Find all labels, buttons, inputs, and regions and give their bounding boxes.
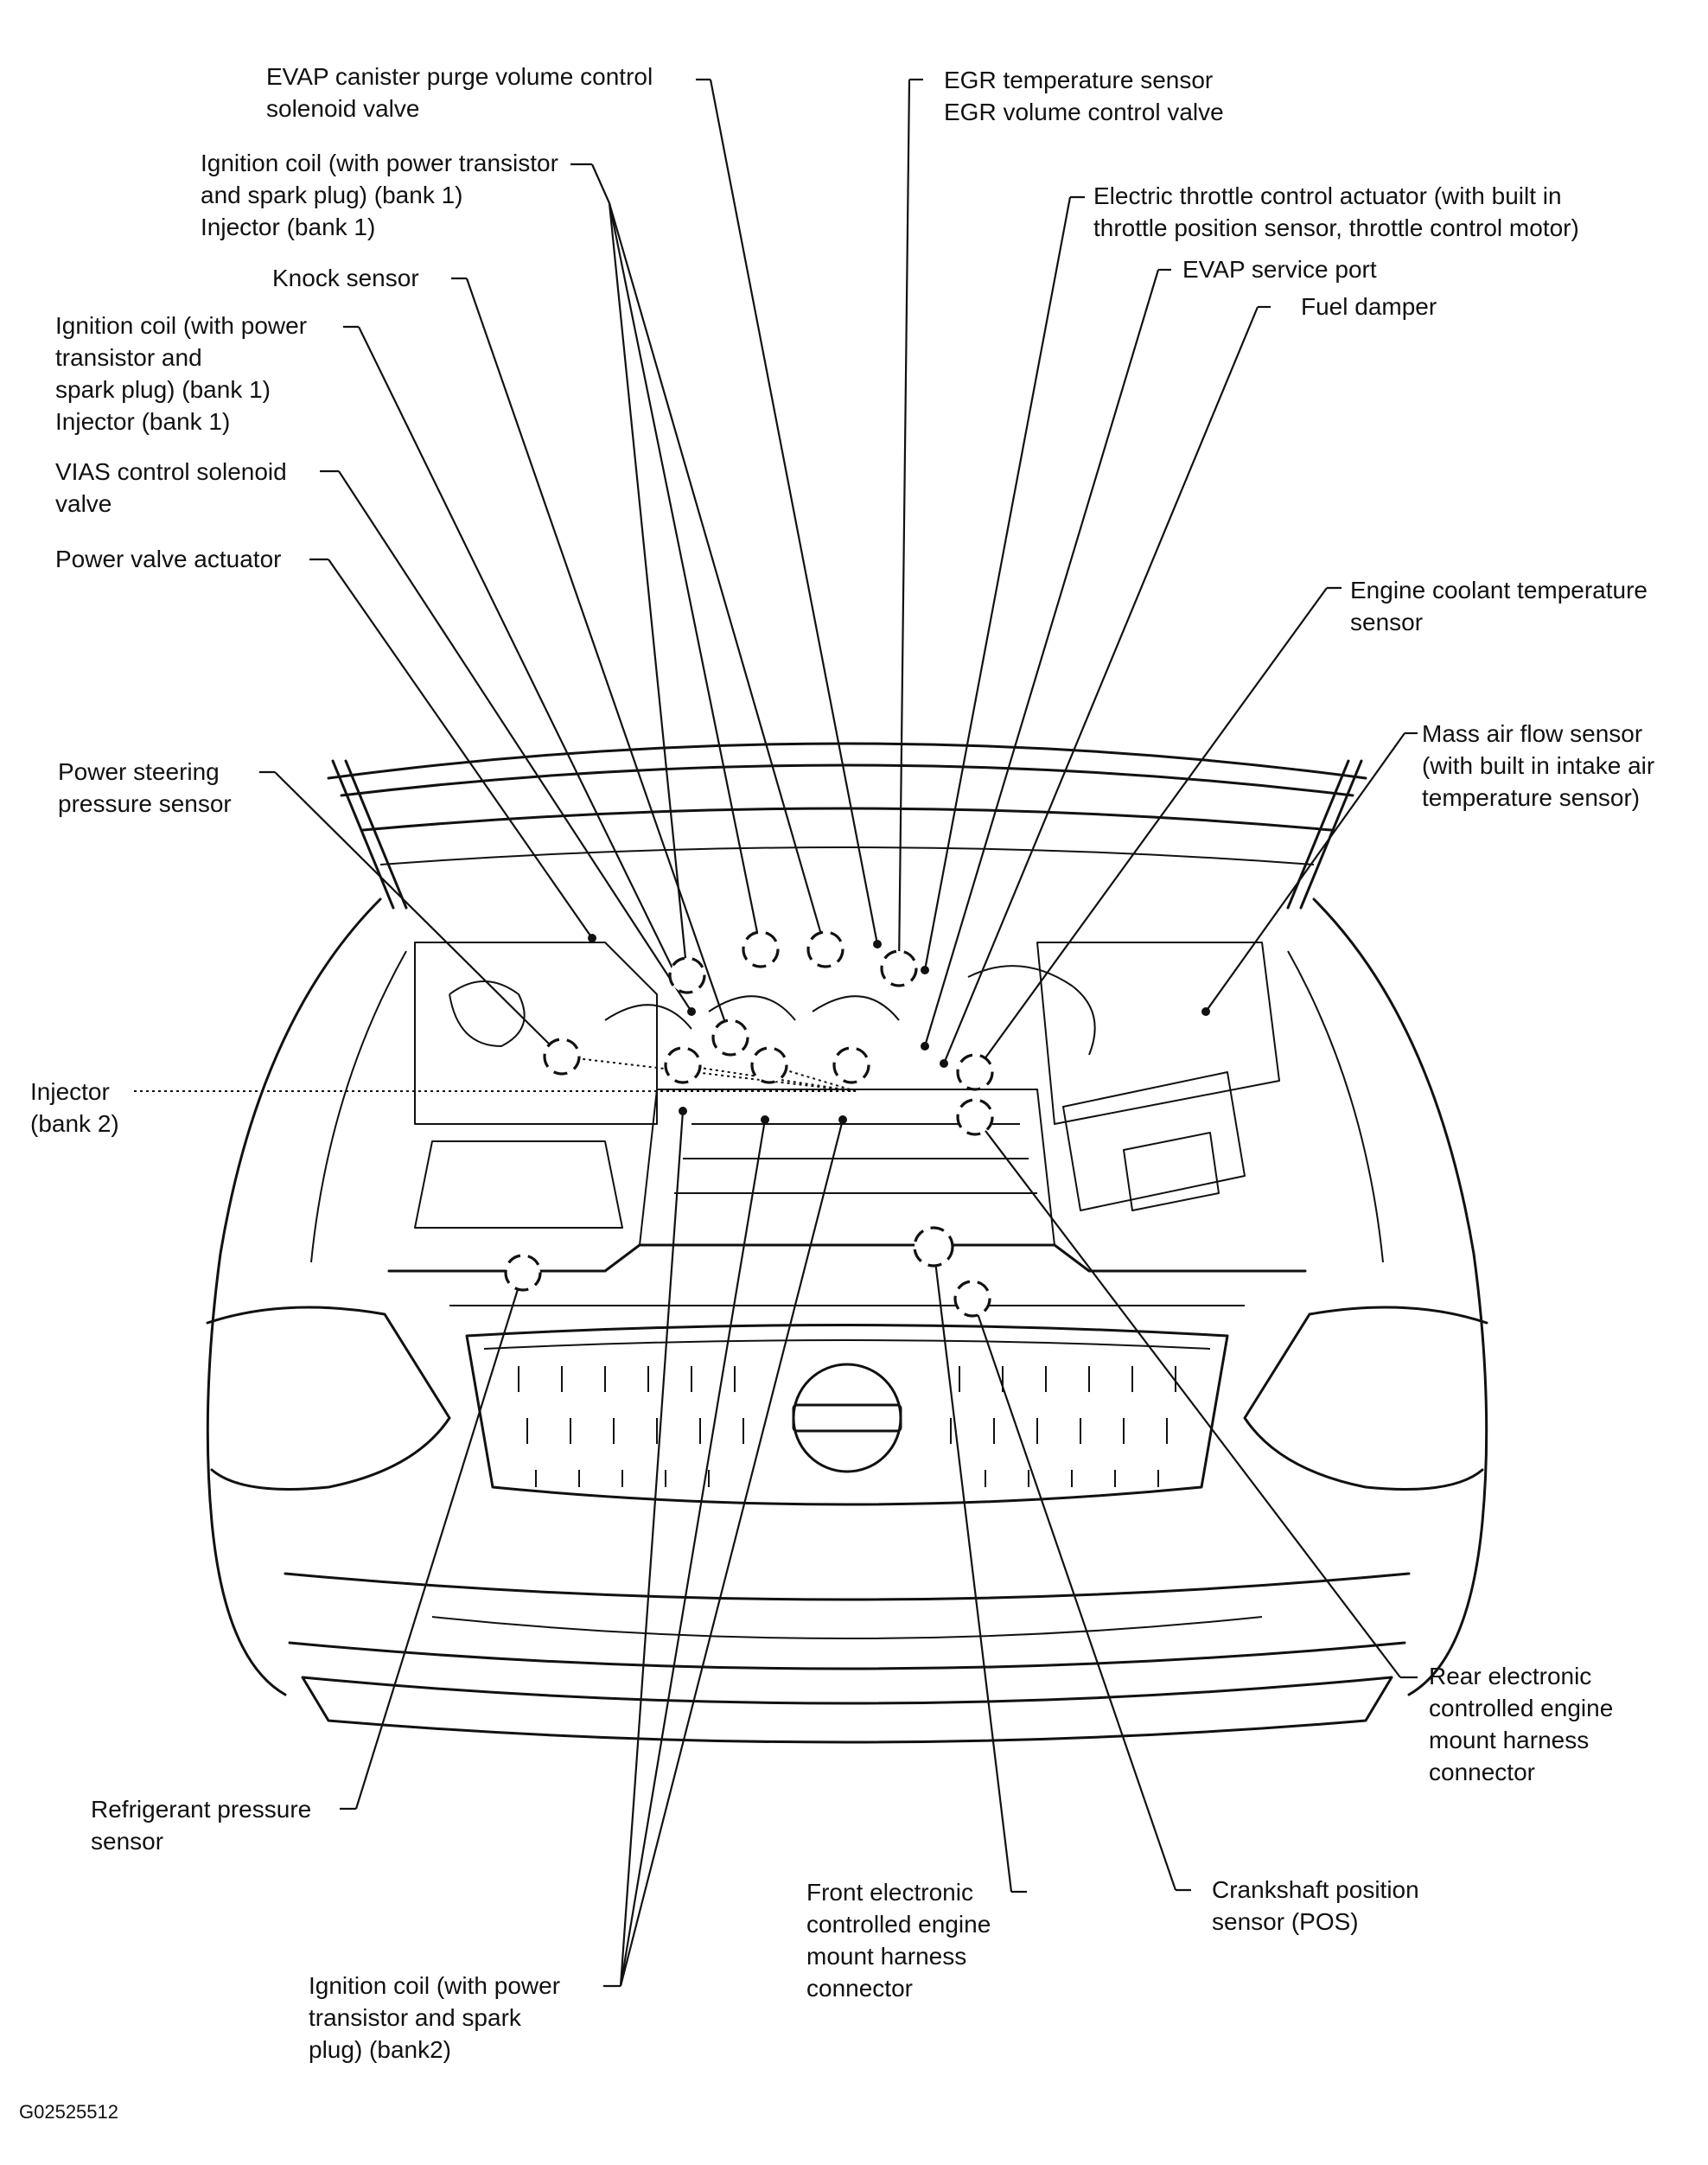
label-evap-purge-valve: EVAP canister purge volume control solen… (266, 61, 653, 125)
label-line: sensor (91, 1828, 164, 1855)
label-evap-service-port: EVAP service port (1182, 253, 1377, 285)
label-line: Front electronic (806, 1879, 973, 1906)
label-line: EGR temperature sensor (944, 67, 1214, 93)
label-line: Injector (bank 1) (201, 214, 376, 240)
label-line: Fuel damper (1301, 293, 1437, 320)
label-line: EVAP service port (1182, 256, 1377, 283)
label-line: controlled engine (806, 1911, 991, 1938)
label-power-valve-actuator: Power valve actuator (55, 543, 281, 575)
label-line: Injector (30, 1078, 110, 1105)
label-line: EVAP canister purge volume control (266, 63, 653, 90)
label-crankshaft-position-sensor: Crankshaft position sensor (POS) (1212, 1874, 1419, 1938)
label-line: temperature sensor) (1422, 784, 1641, 811)
label-line: Electric throttle control actuator (with… (1093, 182, 1562, 209)
label-line: sensor (POS) (1212, 1908, 1359, 1935)
label-line: controlled engine (1429, 1695, 1614, 1721)
label-injector-bank2: Injector (bank 2) (30, 1076, 119, 1140)
label-line: connector (1429, 1759, 1535, 1785)
label-egr: EGR temperature sensor EGR volume contro… (944, 64, 1224, 128)
label-throttle-actuator: Electric throttle control actuator (with… (1093, 180, 1579, 244)
label-line: valve (55, 490, 112, 517)
label-line: transistor and spark (309, 2004, 521, 2031)
label-front-mount-connector: Front electronic controlled engine mount… (806, 1876, 991, 2004)
label-line: pressure sensor (58, 790, 232, 817)
label-fuel-damper: Fuel damper (1301, 291, 1437, 323)
label-line: Engine coolant temperature (1350, 577, 1647, 604)
label-knock-sensor: Knock sensor (272, 262, 419, 294)
label-line: spark plug) (bank 1) (55, 376, 271, 403)
label-refrigerant-pressure-sensor: Refrigerant pressure sensor (91, 1793, 311, 1857)
label-line: connector (806, 1975, 913, 2002)
label-line: solenoid valve (266, 95, 420, 122)
label-power-steering-sensor: Power steering pressure sensor (58, 756, 232, 820)
label-line: Rear electronic (1429, 1663, 1592, 1689)
label-line: EGR volume control valve (944, 99, 1224, 125)
label-line: Crankshaft position (1212, 1876, 1419, 1903)
label-line: (with built in intake air (1422, 752, 1655, 779)
label-line: Mass air flow sensor (1422, 720, 1643, 747)
label-line: throttle position sensor, throttle contr… (1093, 214, 1579, 241)
label-vias-solenoid: VIAS control solenoid valve (55, 456, 287, 520)
label-ignition-coil-bank1-top: Ignition coil (with power transistor and… (201, 147, 558, 243)
label-line: sensor (1350, 609, 1424, 635)
label-line: Power steering (58, 758, 220, 785)
label-line: Ignition coil (with power transistor (201, 150, 558, 176)
label-engine-coolant-sensor: Engine coolant temperature sensor (1350, 574, 1647, 638)
label-line: Ignition coil (with power (309, 1972, 561, 1999)
component-markers (504, 930, 1210, 1318)
label-line: Ignition coil (with power (55, 312, 308, 339)
label-line: VIAS control solenoid (55, 458, 287, 485)
figure-id: G02525512 (19, 2101, 118, 2123)
label-line: plug) (bank2) (309, 2036, 451, 2063)
car-body-outline (206, 742, 1488, 1744)
label-line: and spark plug) (bank 1) (201, 182, 463, 208)
label-rear-mount-connector: Rear electronic controlled engine mount … (1429, 1660, 1613, 1788)
label-line: Knock sensor (272, 265, 419, 291)
label-line: transistor and (55, 344, 202, 371)
label-line: Injector (bank 1) (55, 408, 231, 435)
label-ignition-coil-bank2: Ignition coil (with power transistor and… (309, 1970, 560, 2066)
leader-lines (134, 78, 1418, 1988)
label-mass-air-flow-sensor: Mass air flow sensor (with built in inta… (1422, 718, 1654, 814)
label-ignition-coil-bank1-left: Ignition coil (with power transistor and… (55, 310, 307, 437)
label-line: (bank 2) (30, 1110, 119, 1137)
label-line: Refrigerant pressure (91, 1796, 312, 1823)
label-line: mount harness (1429, 1727, 1590, 1753)
label-line: mount harness (806, 1943, 967, 1970)
label-line: Power valve actuator (55, 546, 282, 572)
